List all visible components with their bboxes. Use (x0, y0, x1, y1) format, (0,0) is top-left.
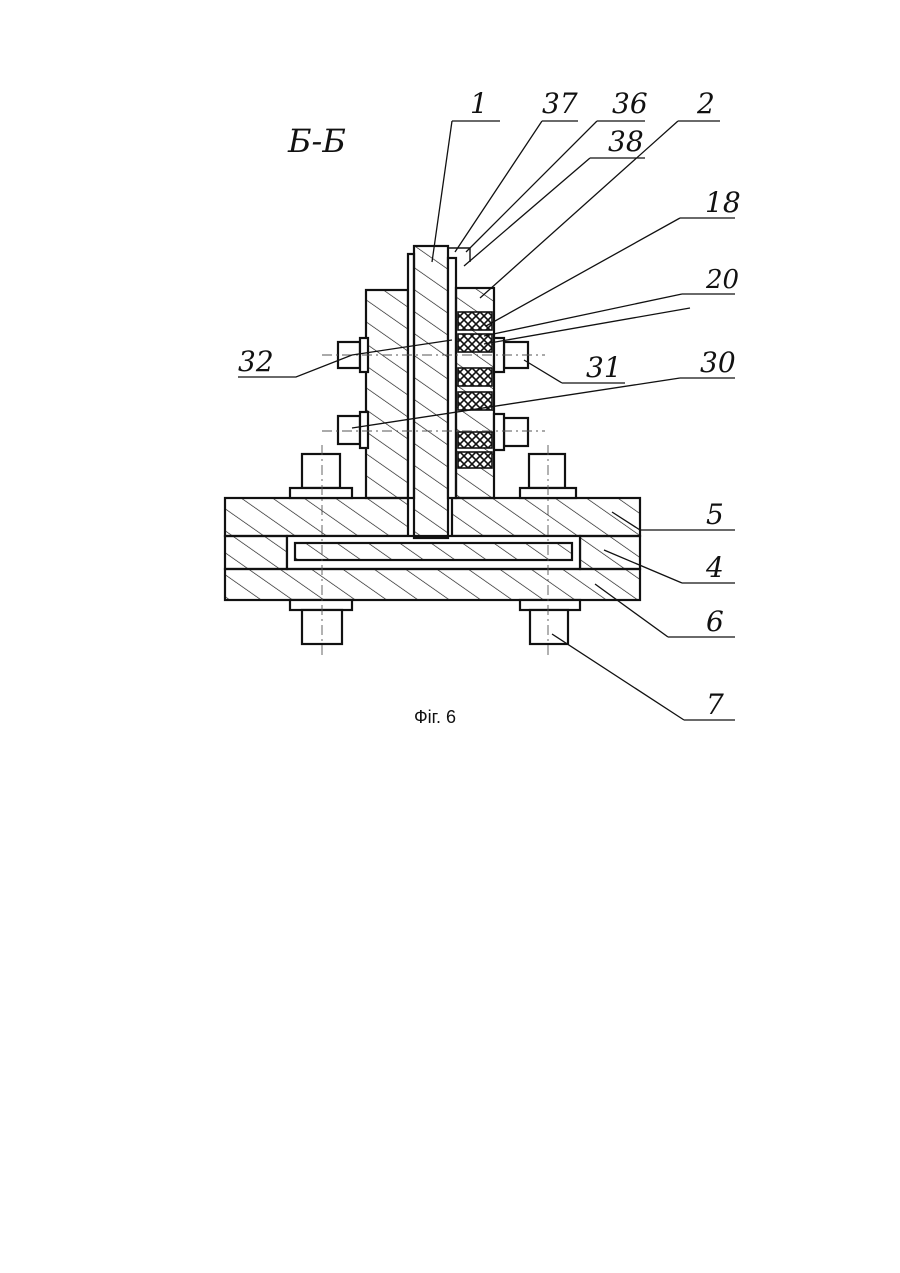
plate-6 (225, 569, 640, 600)
label-37: 37 (542, 87, 578, 120)
label-36: 36 (612, 87, 648, 120)
label-31: 31 (586, 351, 622, 384)
label-4: 4 (705, 551, 724, 584)
left-block (366, 290, 408, 498)
label-7: 7 (706, 688, 724, 721)
winding-coil (458, 432, 492, 448)
label-6: 6 (706, 605, 724, 638)
insert-plate (295, 543, 572, 560)
label-38: 38 (608, 125, 644, 158)
washer (360, 412, 368, 448)
washer (494, 414, 504, 450)
washer (290, 488, 352, 498)
bar-1 (414, 246, 448, 538)
plate-5-right (452, 498, 640, 536)
washer (520, 600, 580, 610)
sheet-38 (448, 258, 456, 498)
label-18: 18 (705, 186, 741, 219)
figure-caption: Фіг. 6 (414, 707, 456, 727)
plate-5-left (225, 498, 408, 536)
nut-30 (338, 416, 360, 444)
winding-coil (458, 368, 492, 386)
label-20: 20 (705, 265, 739, 295)
plate-4-left (225, 536, 287, 569)
section-label: Б-Б (287, 122, 346, 160)
label-30: 30 (700, 346, 736, 379)
washer (290, 600, 352, 610)
winding-coil (458, 452, 492, 468)
label-32: 32 (238, 345, 274, 378)
bolt-head (302, 454, 340, 488)
nut (504, 418, 528, 446)
bolt-head (529, 454, 565, 488)
label-5: 5 (706, 498, 724, 531)
winding-coil (458, 312, 492, 330)
label-1: 1 (470, 87, 488, 120)
label-2: 2 (696, 87, 715, 120)
bolt-7 (530, 610, 568, 644)
